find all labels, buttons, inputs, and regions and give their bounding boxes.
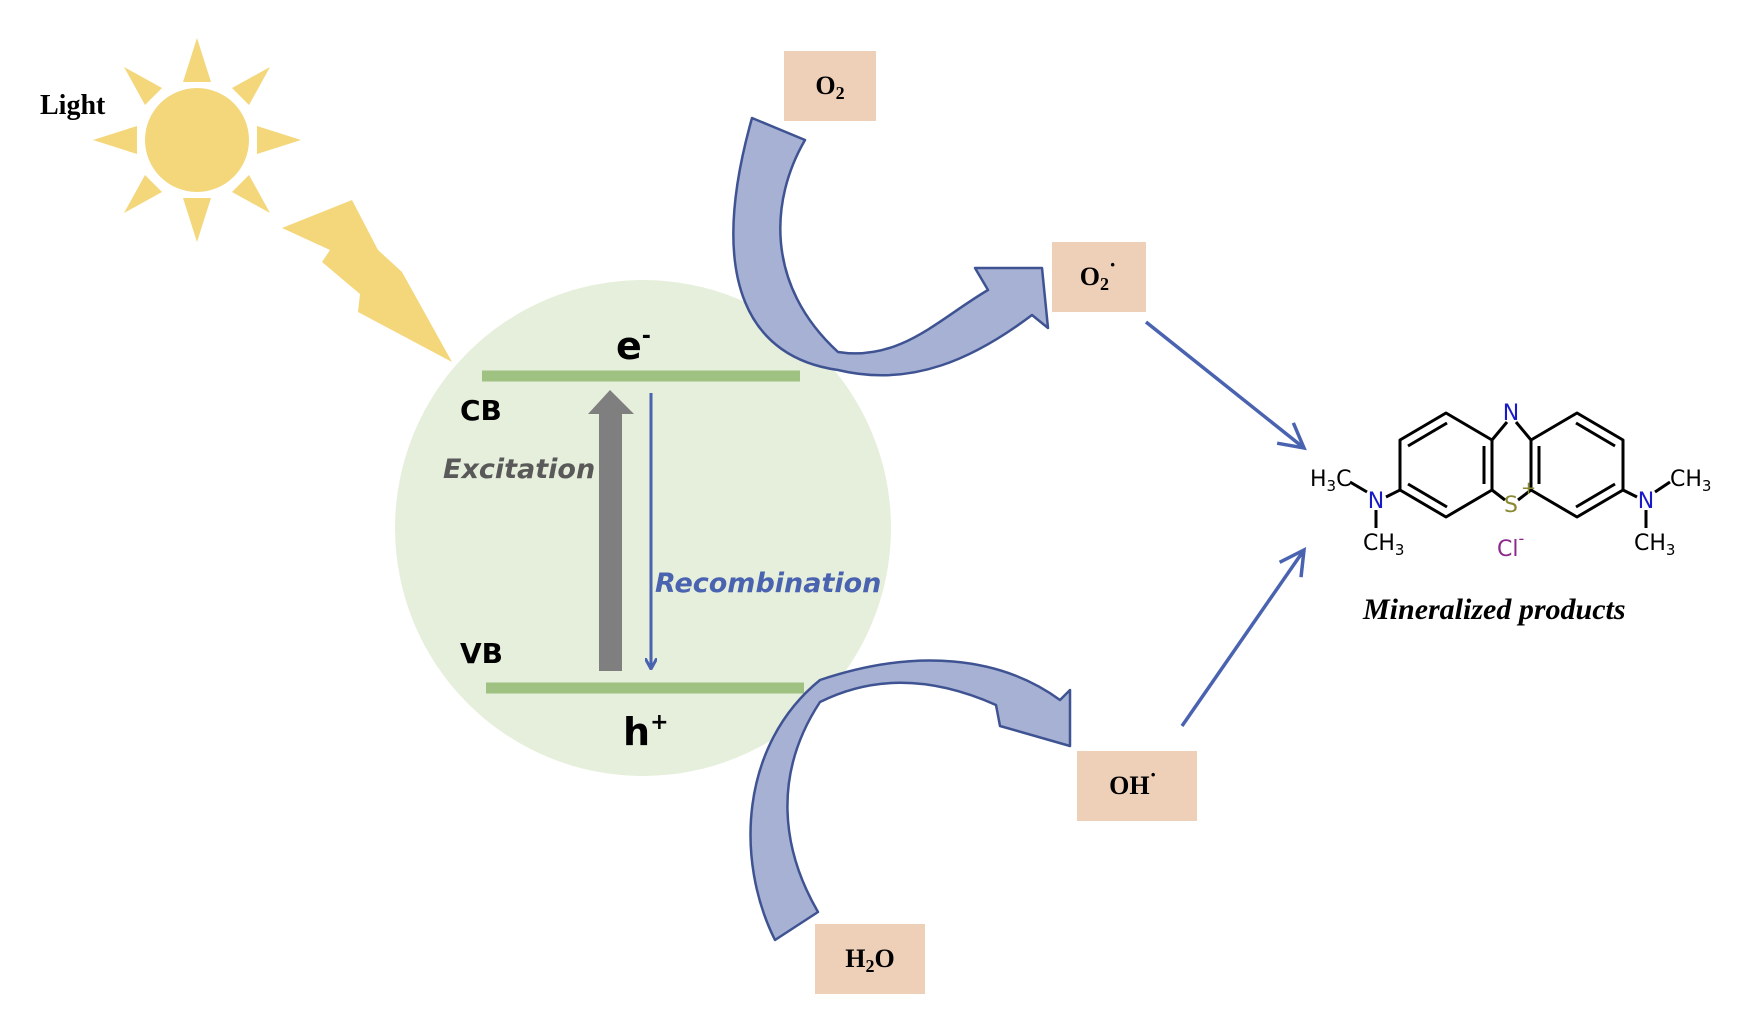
chloride-counter-ion: Cl- [1497, 529, 1524, 562]
svg-text:O2: O2 [815, 71, 844, 103]
superoxide-to-products-arrow [1144, 320, 1307, 451]
methylene-blue-structure: N S + N N H3C CH3 CH3 CH3 Cl- [1310, 401, 1711, 562]
vb-label: VB [460, 637, 503, 670]
left-methyl-top: H3C [1310, 467, 1351, 495]
hole-label: h+ [623, 710, 669, 754]
svg-text:O2·: O2· [1080, 252, 1117, 294]
light-label: Light [40, 90, 106, 121]
left-amine-nitrogen: N [1368, 489, 1384, 514]
hydroxyl-radical-box: OH· [1077, 751, 1197, 821]
o2-box: O2 [784, 51, 876, 121]
superoxide-radical-box: O2· [1052, 242, 1146, 312]
left-methyl-bottom: CH3 [1363, 531, 1404, 559]
o2-reduction-curved-arrow [732, 116, 1050, 377]
electron-label: e- [616, 324, 651, 368]
water-box: H2O [815, 924, 925, 994]
ring-sulfur: S [1504, 493, 1518, 518]
excitation-arrow [588, 390, 634, 671]
semiconductor-particle [395, 280, 891, 776]
h2o-oxidation-curved-arrow [749, 659, 1072, 942]
excitation-label: Excitation [443, 454, 595, 485]
right-methyl-bottom: CH3 [1634, 531, 1675, 559]
sulfur-charge: + [1521, 478, 1536, 499]
cb-label: CB [460, 394, 502, 427]
mineralized-products-label: Mineralized products [1362, 593, 1626, 626]
svg-text:H2O: H2O [845, 944, 894, 976]
ring-nitrogen: N [1503, 401, 1519, 426]
sun-icon [93, 38, 301, 242]
lightning-bolt-icon [282, 200, 452, 362]
svg-text:OH·: OH· [1109, 762, 1157, 800]
right-methyl-top: CH3 [1670, 467, 1711, 495]
right-amine-nitrogen: N [1638, 489, 1654, 514]
hydroxyl-to-products-arrow [1180, 546, 1307, 727]
recombination-label: Recombination [655, 568, 881, 599]
